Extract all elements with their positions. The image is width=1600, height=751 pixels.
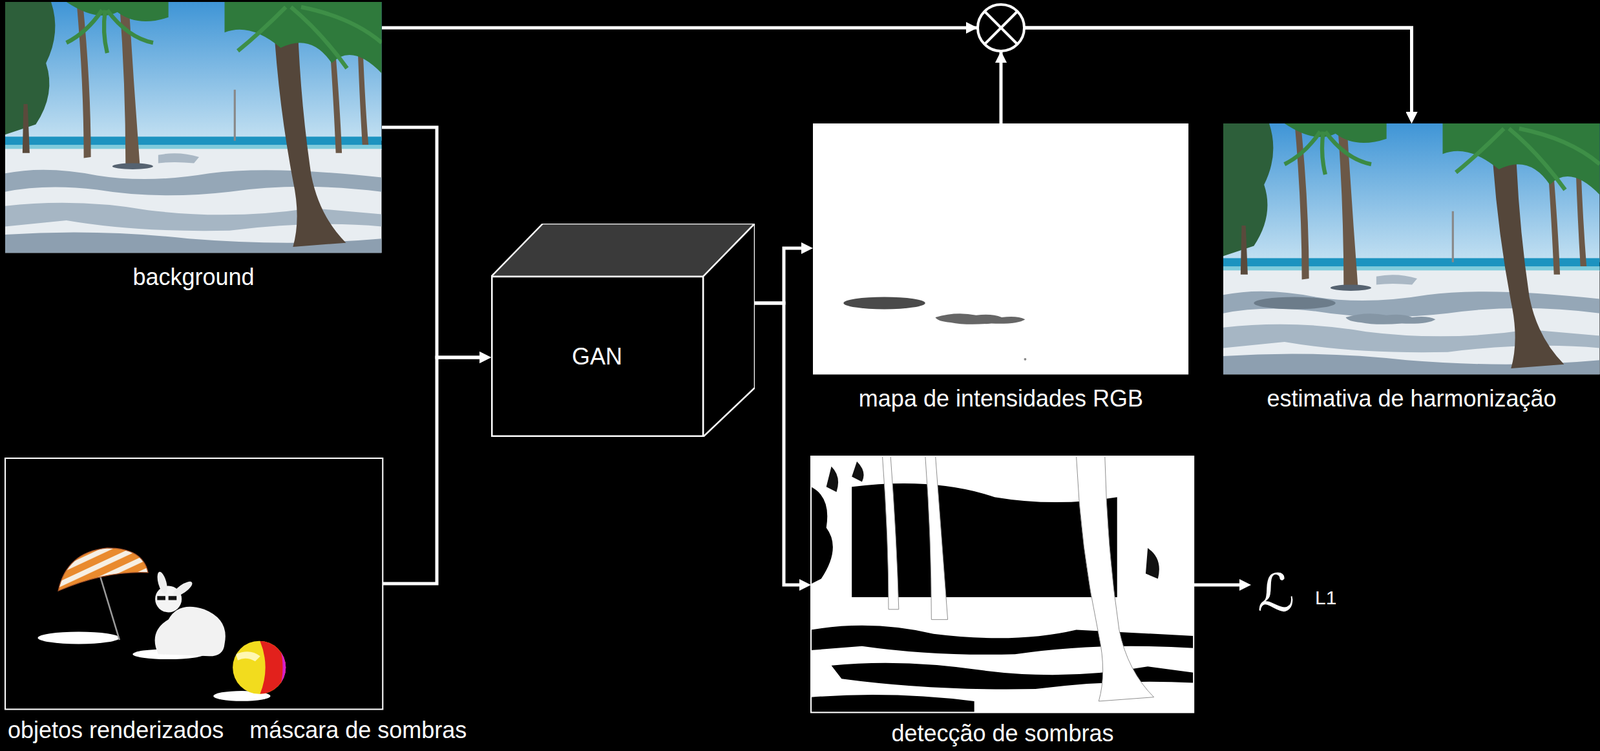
harmonized-photo — [1253, 296, 1336, 309]
rendered-objects — [155, 606, 226, 657]
node-label: estimativa de harmonização — [1266, 385, 1557, 412]
node-label: objetos renderizados — [7, 716, 224, 744]
shadow-mask — [882, 456, 899, 610]
multiply-symbol — [984, 11, 1018, 44]
node-texts: mapa de intensidades RGB — [812, 385, 1190, 412]
image-panel: objetos renderizadosmáscara de sombras — [5, 458, 383, 709]
rendered-objects — [276, 636, 291, 698]
network-block: GAN — [491, 223, 755, 437]
harmonized-photo — [1223, 123, 1600, 375]
rendered-objects — [58, 547, 148, 591]
shadow-mask — [810, 456, 1194, 713]
arrowhead — [995, 51, 1007, 63]
connector-arrow — [1000, 27, 1412, 124]
loss-subscript: L1 — [1315, 588, 1337, 608]
rendered-objects — [5, 458, 383, 709]
shadow-mask — [810, 456, 1194, 713]
cube-front — [491, 276, 704, 437]
connector-arrow — [381, 127, 486, 358]
loss-arrow — [1239, 578, 1252, 591]
harmonized-photo — [1223, 123, 1600, 375]
rendered-objects — [155, 570, 170, 595]
node-label: background — [132, 263, 254, 291]
connector-arrow — [754, 248, 808, 304]
rendered-objects — [258, 636, 292, 698]
shadow-mask — [810, 456, 1194, 713]
cube-top — [491, 223, 755, 277]
loss-arrow — [1194, 583, 1241, 587]
rendered-objects — [235, 651, 261, 662]
intensity-map — [843, 296, 925, 309]
arrowhead — [966, 21, 978, 34]
rendered-objects — [5, 458, 383, 709]
loss-arrow — [1194, 578, 1252, 591]
node-label: GAN — [571, 343, 623, 370]
rendered-objects — [98, 572, 120, 640]
intensity-map — [935, 313, 1025, 324]
multiply-symbol — [977, 4, 1025, 52]
intensity-map — [812, 123, 1189, 375]
image-panel: background — [5, 1, 382, 254]
node-texts: estimativa de harmonização — [1223, 385, 1600, 412]
node-texts: GAN — [491, 276, 704, 437]
loss-symbol: ℒ — [1257, 567, 1295, 620]
node-texts: objetos renderizados máscara de sombras — [7, 716, 467, 744]
image-panel: estimativa de harmonização — [1223, 123, 1600, 375]
shadow-mask — [810, 625, 1194, 655]
rendered-objects — [157, 595, 177, 600]
multiply-symbol — [977, 4, 1025, 52]
intensity-map — [1024, 357, 1027, 361]
beach-photo — [5, 1, 382, 253]
rendered-objects — [229, 636, 291, 698]
shadow-mask — [810, 694, 975, 713]
rendered-objects — [229, 636, 291, 698]
node-label: mapa de intensidades RGB — [858, 385, 1144, 412]
shadow-mask — [1076, 456, 1155, 702]
node-texts: detecção de sombras — [810, 719, 1195, 747]
node-texts: background — [5, 263, 382, 291]
connector-arrow — [382, 357, 486, 584]
connector-arrow — [754, 303, 806, 585]
node-label: máscara de sombras — [249, 716, 467, 744]
multiply-symbol — [984, 11, 1018, 44]
shadow-mask — [925, 456, 948, 620]
beach-photo — [5, 1, 382, 253]
shadow-mask — [810, 456, 1194, 713]
rendered-objects — [38, 631, 120, 644]
connector-arrow — [381, 27, 1412, 119]
shadow-mask — [810, 486, 833, 584]
rendered-objects — [171, 578, 195, 599]
node-label: detecção de sombras — [891, 719, 1114, 747]
intensity-map — [812, 123, 1189, 375]
cube-side — [703, 223, 755, 437]
image-panel: detecção de sombras — [810, 456, 1195, 713]
harmonized-photo — [1345, 313, 1436, 324]
image-panel: mapa de intensidades RGB — [812, 123, 1190, 375]
cube-outline — [491, 223, 755, 437]
